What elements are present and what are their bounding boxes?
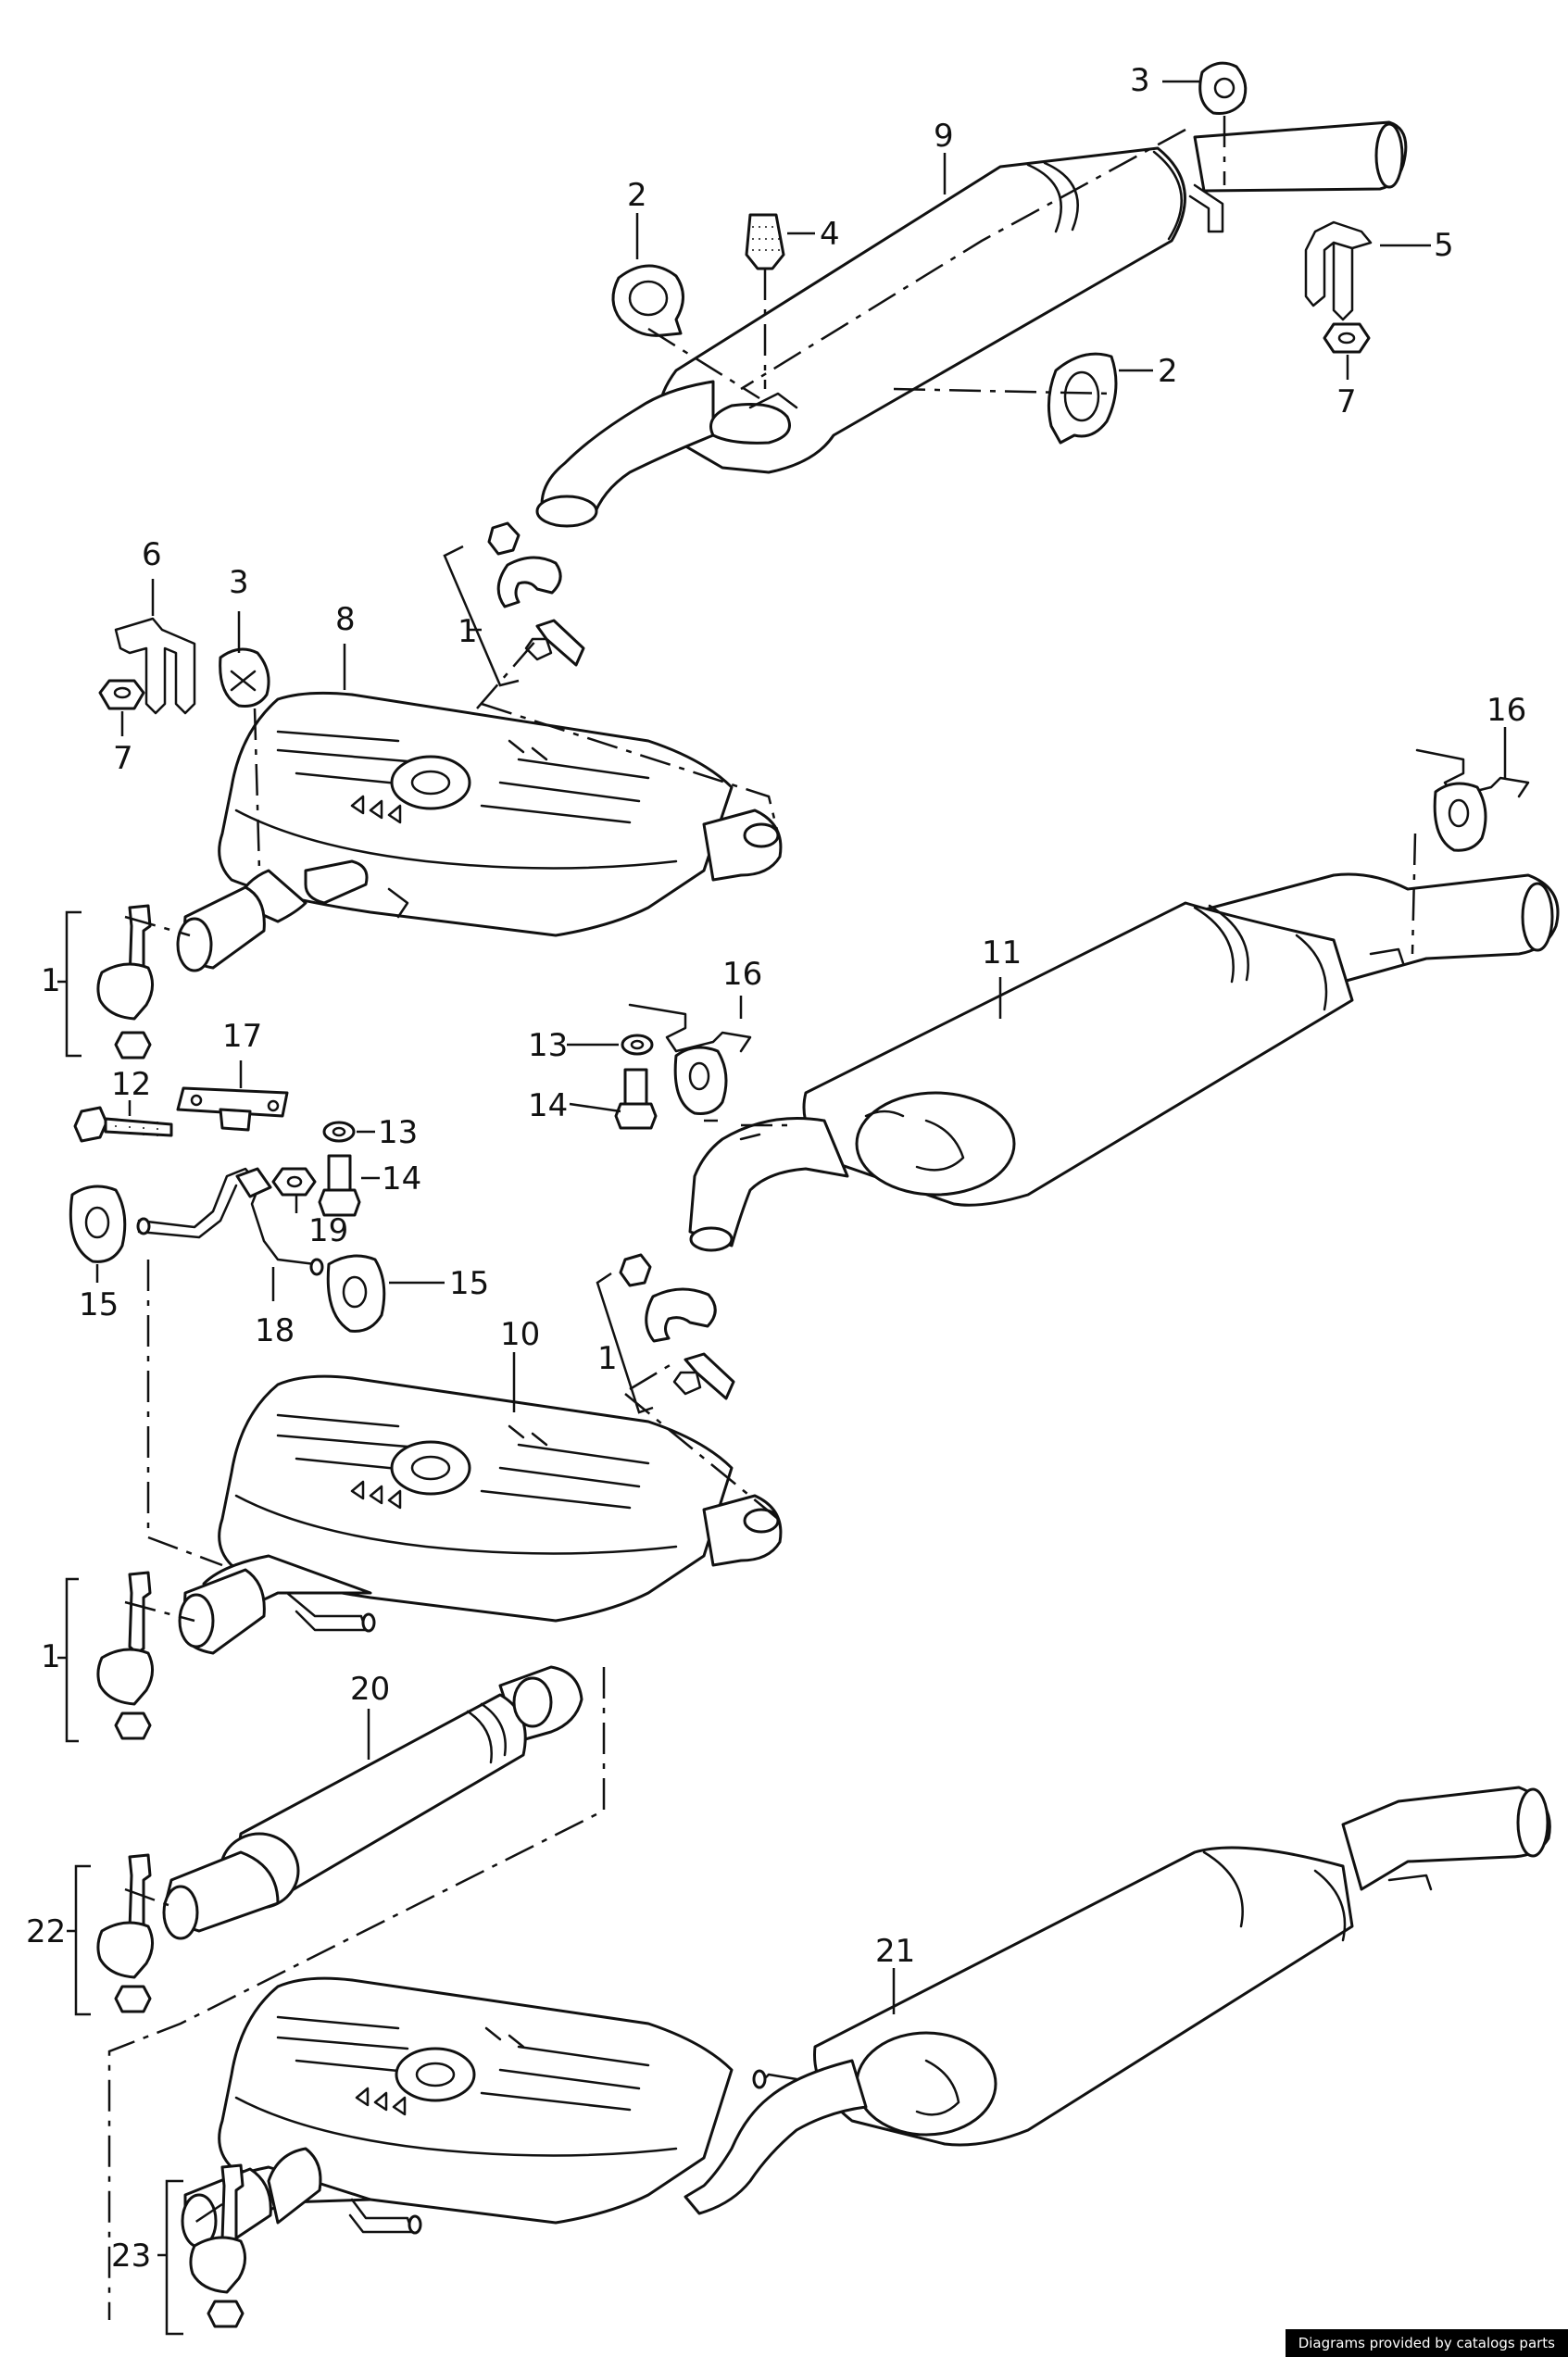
nut-7-right — [1323, 322, 1371, 354]
clamp-set-1-a — [487, 521, 585, 667]
rubber-mount-3-top — [1198, 61, 1248, 115]
hanger-bar-18 — [136, 1167, 324, 1276]
rear-silencer-9 — [535, 120, 1408, 528]
callout-4: 4 — [820, 216, 840, 253]
callout-3-top: 3 — [1130, 62, 1150, 99]
callout-2-right: 2 — [1158, 353, 1178, 390]
callout-1-c: 1 — [597, 1340, 618, 1377]
mounting-bracket-17 — [176, 1086, 289, 1132]
callout-1-a: 1 — [458, 613, 478, 650]
callout-17: 17 — [222, 1018, 262, 1055]
gasket-2-left — [611, 264, 684, 337]
callout-13-right: 13 — [528, 1027, 568, 1064]
bolt-14-left — [318, 1154, 361, 1217]
clamp-set-1-b — [96, 904, 154, 1059]
callout-18: 18 — [255, 1312, 295, 1349]
bolt-14-right — [614, 1068, 658, 1130]
center-silencer-8 — [176, 691, 783, 972]
leader-lines — [95, 80, 1507, 2014]
callout-7-right: 7 — [1336, 383, 1357, 420]
rear-silencer-11 — [688, 872, 1560, 1252]
callout-6: 6 — [142, 536, 162, 573]
clamp-set-1-c — [619, 1253, 735, 1400]
callout-14-left: 14 — [382, 1160, 421, 1197]
callout-19: 19 — [308, 1212, 348, 1249]
rubber-mount-3-left — [219, 647, 270, 708]
callout-23: 23 — [111, 2238, 151, 2275]
diagram-credit: Diagrams provided by catalogs parts — [1285, 2329, 1568, 2357]
callout-15-right: 15 — [449, 1265, 489, 1302]
callout-16-top: 16 — [1486, 692, 1526, 729]
set-brackets — [57, 545, 654, 2336]
sensor-plug-4 — [745, 213, 785, 270]
callout-12: 12 — [111, 1066, 151, 1103]
complete-exhaust-21 — [181, 1786, 1551, 2252]
clamp-set-22 — [96, 1853, 154, 2013]
rubber-hanger-16-top — [1415, 748, 1530, 852]
callout-numbers: 3 9 2 4 5 2 7 1 6 3 8 7 16 1 11 16 17 13… — [26, 62, 1526, 2275]
clamp-set-1-d — [96, 1571, 154, 1740]
nut-7-left — [98, 679, 145, 710]
callout-1-b: 1 — [41, 962, 61, 999]
rubber-mount-15-right — [326, 1254, 386, 1333]
callout-8: 8 — [335, 601, 356, 638]
callout-11: 11 — [982, 934, 1022, 972]
callout-1-d: 1 — [41, 1638, 61, 1675]
callout-13-left: 13 — [378, 1114, 418, 1151]
callout-14-right: 14 — [528, 1087, 568, 1124]
callout-9: 9 — [934, 118, 954, 155]
rubber-mount-15-left — [69, 1185, 127, 1263]
gasket-2-right — [1047, 352, 1118, 445]
nut-19 — [271, 1167, 317, 1197]
callout-2-left: 2 — [627, 177, 647, 214]
spring-clip-5 — [1304, 220, 1373, 321]
callout-16-mid: 16 — [722, 956, 762, 993]
washer-13-right — [621, 1034, 654, 1056]
spring-clip-6 — [114, 617, 196, 715]
clamp-set-23 — [189, 2163, 246, 2328]
center-silencer-10 — [178, 1374, 783, 1655]
callout-5: 5 — [1434, 227, 1454, 264]
callout-21: 21 — [875, 1933, 915, 1970]
centerlines — [107, 116, 1417, 2320]
bolt-12 — [73, 1106, 173, 1143]
washer-13-left — [322, 1121, 356, 1143]
callout-22: 22 — [26, 1913, 66, 1950]
callout-3-left: 3 — [229, 564, 249, 601]
rubber-hanger-16-mid — [628, 1003, 752, 1115]
front-silencer-20 — [162, 1665, 583, 1940]
callout-15-left: 15 — [79, 1286, 119, 1323]
callout-20: 20 — [350, 1671, 390, 1708]
callout-7-left: 7 — [113, 740, 133, 777]
callout-10: 10 — [500, 1316, 540, 1353]
